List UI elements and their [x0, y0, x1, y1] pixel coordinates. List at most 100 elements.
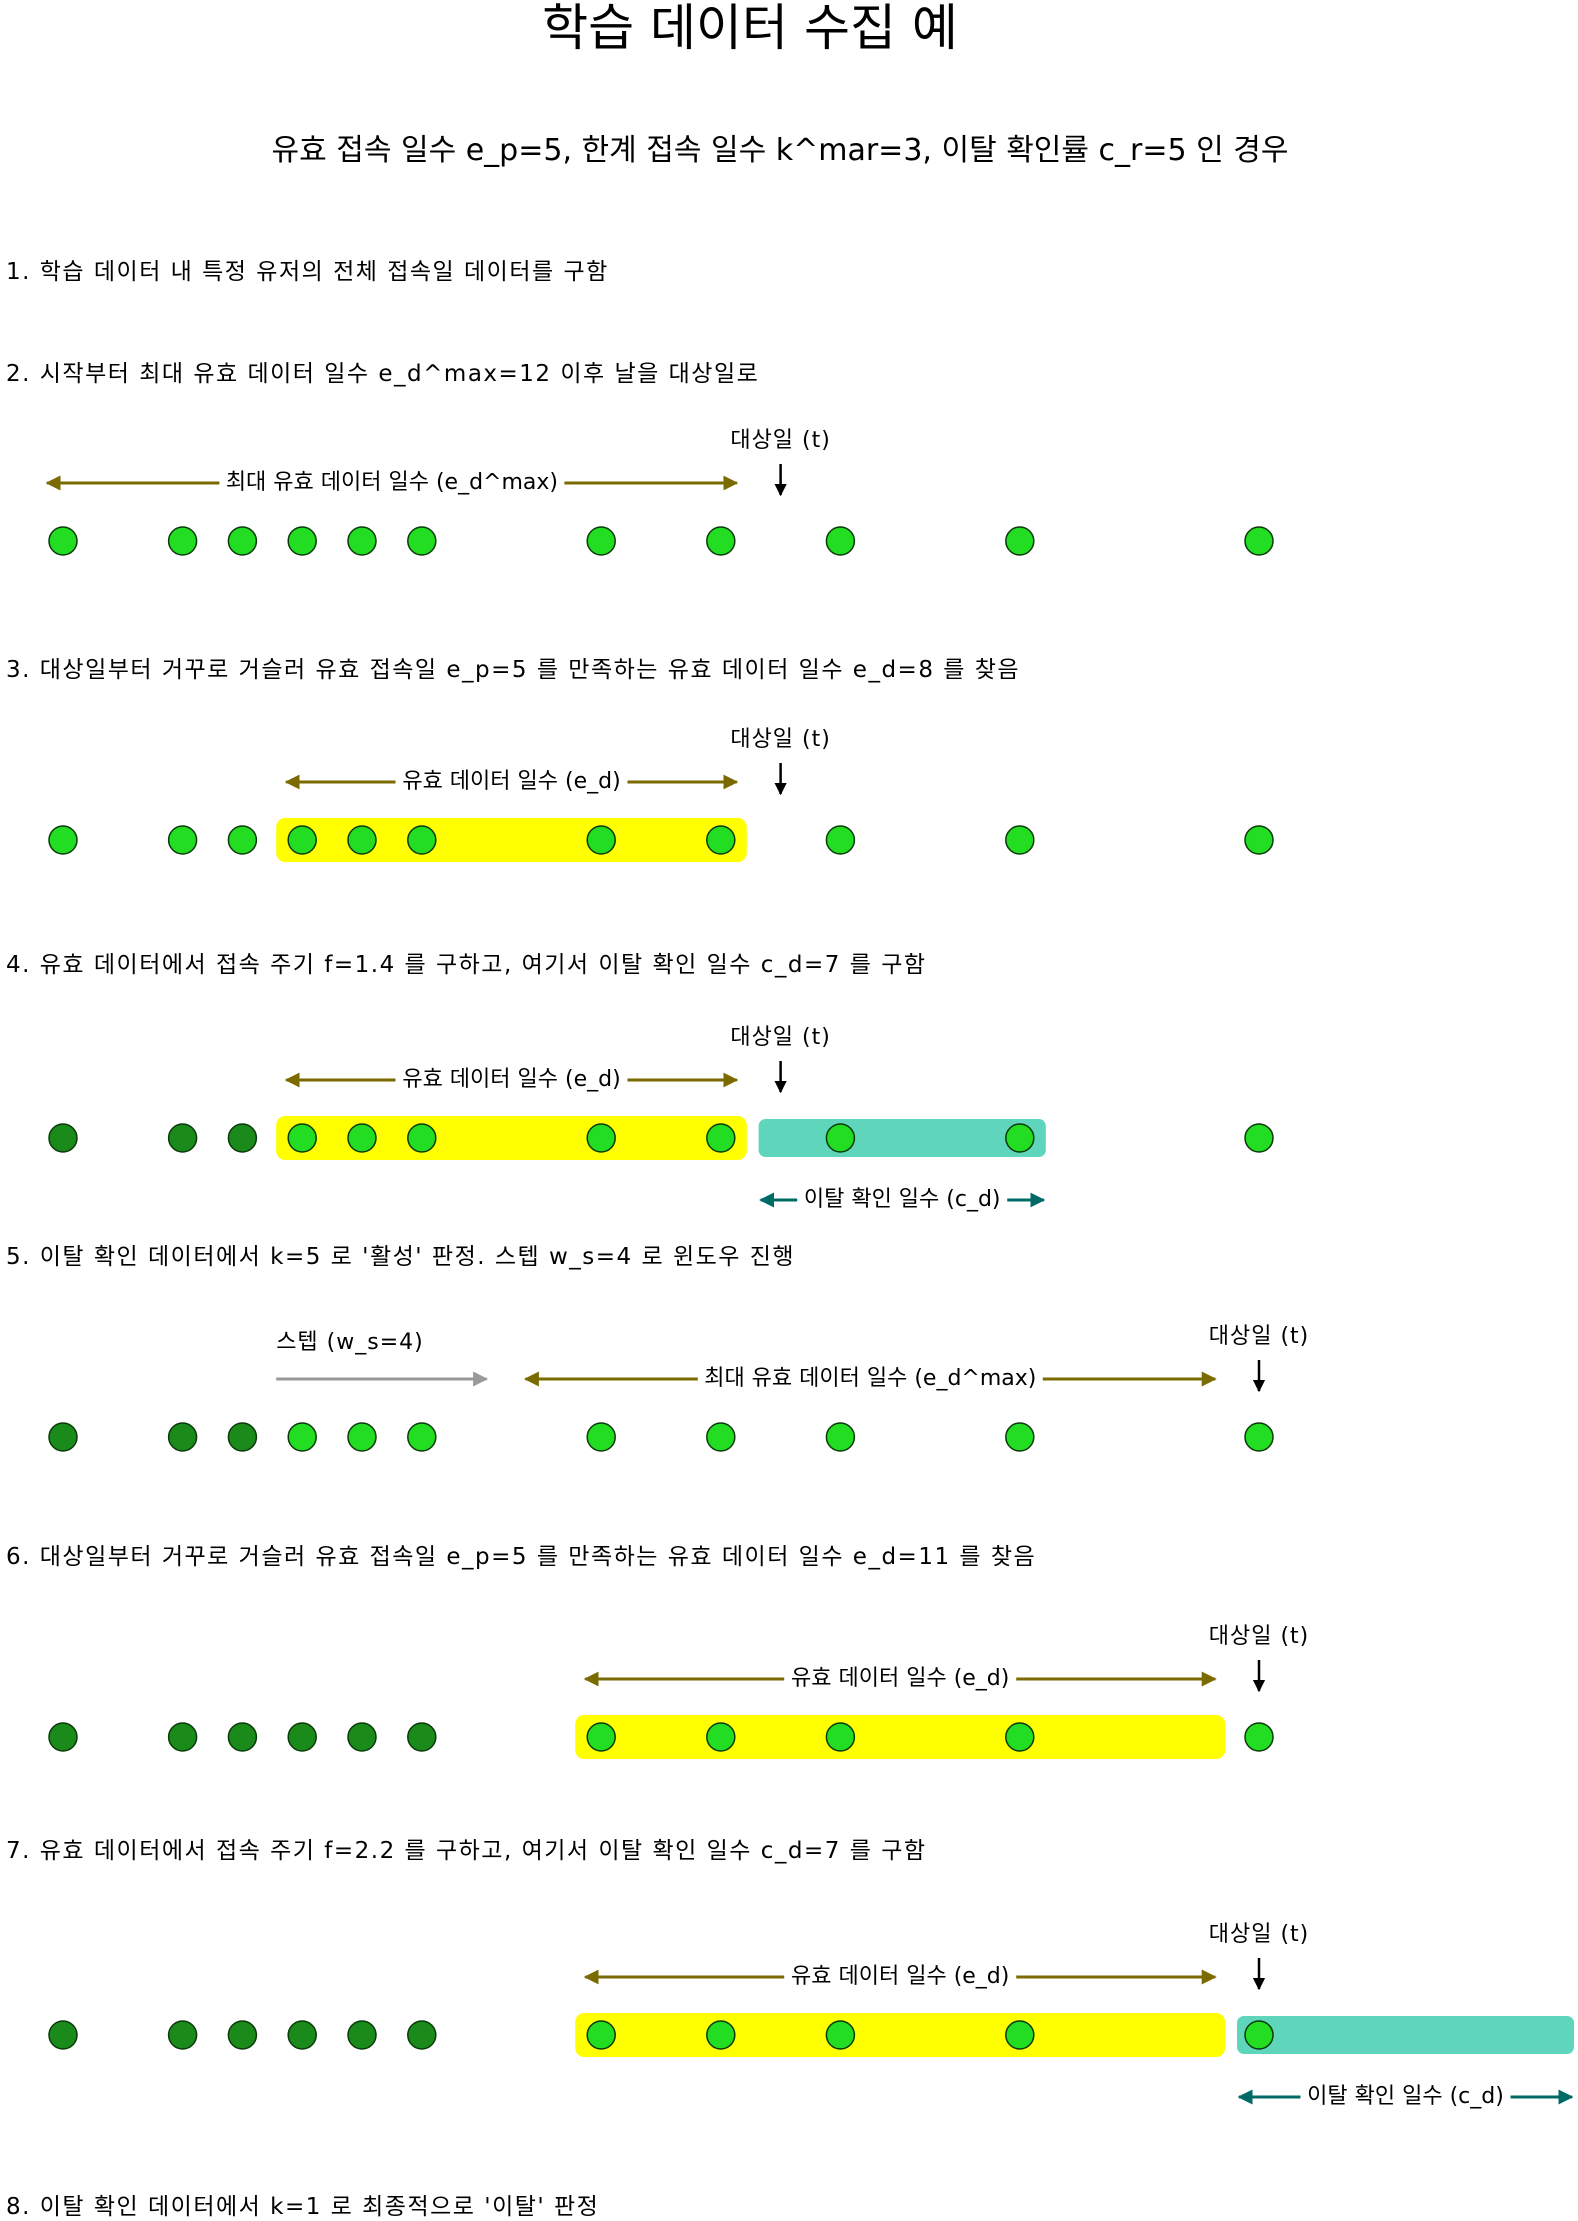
target-day-label: 대상일 (t) — [1209, 1624, 1310, 1649]
access-day-dot — [227, 1123, 258, 1153]
churn-days-label-bg — [1300, 2083, 1511, 2111]
access-day-dot — [227, 2020, 258, 2050]
access-day-dot — [586, 526, 616, 556]
access-day-dot — [1005, 1422, 1035, 1452]
churn-check-band — [1237, 2016, 1574, 2054]
access-day-dot — [1005, 2020, 1035, 2050]
diagram-step-3: 대상일 (t) 유효 데이터 일수 (e_d) — [48, 727, 1274, 862]
access-day-dot — [586, 825, 616, 855]
access-day-dot — [825, 2020, 856, 2050]
valid-data-band — [575, 2013, 1226, 2057]
diagram-step-5: 대상일 (t)최대 유효 데이터 일수 (e_d^max)스텝 (w_s=4) — [48, 1324, 1310, 1452]
access-day-dot — [1244, 1722, 1274, 1752]
access-day-dot — [167, 825, 198, 855]
access-day-dot — [167, 1422, 198, 1452]
span-label-bg — [784, 1665, 1017, 1693]
access-day-dot — [706, 1422, 736, 1452]
access-day-dot — [48, 1422, 78, 1452]
access-day-dot — [227, 526, 258, 556]
access-day-dot — [287, 1422, 317, 1452]
target-day-label: 대상일 (t) — [730, 1025, 831, 1050]
access-day-dot — [287, 825, 317, 855]
span-label: 유효 데이터 일수 (e_d) — [791, 1964, 1009, 1989]
access-day-dot — [1005, 1722, 1035, 1752]
diagram-step-4: 이탈 확인 일수 (c_d) 대상일 (t) 유효 데이터 일수 (e_d) — [48, 1025, 1274, 1214]
step-1-text: 1. 학습 데이터 내 특정 유저의 전체 접속일 데이터를 구함 — [6, 259, 609, 285]
access-day-dot — [407, 526, 437, 556]
access-day-dot — [586, 2020, 616, 2050]
target-day-label: 대상일 (t) — [1209, 1324, 1310, 1349]
access-day-dot — [1244, 1123, 1274, 1153]
access-day-dot — [706, 2020, 736, 2050]
access-day-dot — [167, 2020, 198, 2050]
access-day-dot — [347, 1422, 377, 1452]
access-day-dot — [407, 825, 437, 855]
span-label-bg — [395, 768, 628, 796]
diagram-step-6: 대상일 (t) 유효 데이터 일수 (e_d) — [48, 1624, 1310, 1759]
access-day-dot — [586, 1422, 616, 1452]
access-day-dot — [287, 526, 317, 556]
valid-data-band — [276, 818, 747, 862]
churn-check-band — [758, 1119, 1046, 1157]
valid-data-band — [575, 1715, 1226, 1759]
page-title: 학습 데이터 수집 예 — [542, 0, 958, 57]
access-day-dot — [167, 1722, 198, 1752]
diagram-step-2: 대상일 (t) 최대 유효 데이터 일수 (e_d^max) — [45, 428, 1274, 556]
span-label: 유효 데이터 일수 (e_d) — [402, 769, 620, 794]
span-label: 유효 데이터 일수 (e_d) — [791, 1666, 1009, 1691]
access-day-dot — [347, 2020, 377, 2050]
access-day-dot — [48, 825, 78, 855]
span-label: 최대 유효 데이터 일수 (e_d^max) — [226, 470, 558, 495]
span-label: 최대 유효 데이터 일수 (e_d^max) — [704, 1366, 1036, 1391]
access-day-dot — [1244, 526, 1274, 556]
access-day-dot — [287, 2020, 317, 2050]
span-label-bg — [697, 1365, 1043, 1393]
access-day-dot — [825, 1722, 856, 1752]
step-5-text: 5. 이탈 확인 데이터에서 k=5 로 '활성' 판정. 스텝 w_s=4 로… — [6, 1244, 796, 1270]
access-day-dot — [1244, 825, 1274, 855]
access-day-dot — [706, 1123, 736, 1153]
access-day-dot — [825, 1422, 856, 1452]
access-day-dot — [407, 1722, 437, 1752]
access-day-dot — [167, 1123, 198, 1153]
access-day-dot — [1005, 1123, 1035, 1153]
access-day-dot — [825, 526, 856, 556]
step-6-text: 6. 대상일부터 거꾸로 거슬러 유효 접속일 e_p=5 를 만족하는 유효 … — [6, 1544, 1037, 1570]
diagram-step-7: 이탈 확인 일수 (c_d)대상일 (t)유효 데이터 일수 (e_d) — [48, 1922, 1574, 2111]
access-day-dot — [167, 526, 198, 556]
span-label: 유효 데이터 일수 (e_d) — [402, 1067, 620, 1092]
access-day-dot — [48, 526, 78, 556]
access-day-dot — [48, 1722, 78, 1752]
access-day-dot — [1005, 526, 1035, 556]
step-3-text: 3. 대상일부터 거꾸로 거슬러 유효 접속일 e_p=5 를 만족하는 유효 … — [6, 657, 1021, 683]
access-day-dot — [586, 1123, 616, 1153]
access-day-dot — [347, 1123, 377, 1153]
span-label-bg — [395, 1066, 628, 1094]
access-day-dot — [287, 1722, 317, 1752]
step-2-text: 2. 시작부터 최대 유효 데이터 일수 e_d^max=12 이후 날을 대상… — [6, 361, 760, 387]
access-day-dot — [407, 1422, 437, 1452]
access-day-dot — [586, 1722, 616, 1752]
access-day-dot — [407, 1123, 437, 1153]
target-day-label: 대상일 (t) — [730, 428, 831, 453]
access-day-dot — [1244, 2020, 1274, 2050]
access-day-dot — [706, 825, 736, 855]
access-day-dot — [48, 1123, 78, 1153]
access-day-dot — [227, 1422, 258, 1452]
span-label-bg — [219, 469, 565, 497]
page-subtitle: 유효 접속 일수 e_p=5, 한계 접속 일수 k^mar=3, 이탈 확인률… — [271, 133, 1289, 168]
churn-days-label-bg — [797, 1186, 1008, 1214]
span-label-bg — [784, 1963, 1017, 1991]
access-day-dot — [825, 825, 856, 855]
access-day-dot — [347, 526, 377, 556]
access-day-dot — [227, 825, 258, 855]
access-day-dot — [706, 526, 736, 556]
target-day-label: 대상일 (t) — [730, 727, 831, 752]
churn-days-label: 이탈 확인 일수 (c_d) — [804, 1187, 1001, 1212]
valid-data-band — [276, 1116, 747, 1160]
access-day-dot — [407, 2020, 437, 2050]
access-day-dot — [825, 1123, 856, 1153]
step-7-text: 7. 유효 데이터에서 접속 주기 f=2.2 를 구하고, 여기서 이탈 확인… — [6, 1838, 927, 1864]
step-4-text: 4. 유효 데이터에서 접속 주기 f=1.4 를 구하고, 여기서 이탈 확인… — [6, 952, 927, 978]
